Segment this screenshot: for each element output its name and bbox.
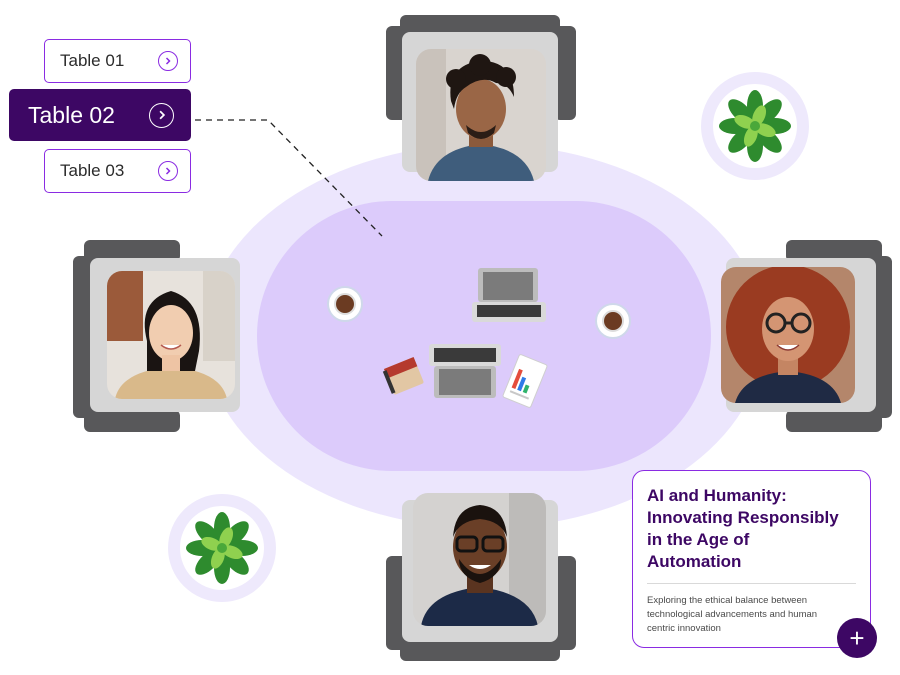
session-title: AI and Humanity: Innovating Responsibly … (647, 486, 839, 571)
participant-avatar-bottom[interactable] (413, 493, 546, 626)
coffee-cup-icon (327, 286, 363, 322)
report-icon (502, 354, 548, 408)
participant-avatar-left[interactable] (107, 271, 235, 399)
participant-avatar-right[interactable] (721, 267, 855, 403)
table-tab-label: Table 03 (60, 161, 125, 180)
card-divider (647, 583, 856, 584)
table-tab-02[interactable]: Table 02 (9, 89, 191, 141)
table-top (257, 201, 711, 471)
session-description: Exploring the ethical balance between te… (647, 595, 818, 634)
chevron-right-icon (158, 161, 178, 181)
coffee-cup-icon (595, 303, 631, 339)
laptop-icon (429, 344, 501, 398)
table-tab-label: Table 02 (28, 101, 115, 128)
plant-icon (718, 89, 791, 162)
notebook-icon (382, 357, 424, 395)
chevron-right-icon (158, 51, 178, 71)
table-tab-01[interactable]: Table 01 (44, 39, 191, 83)
plant-decoration-top-right (701, 72, 809, 180)
laptop-icon (472, 268, 546, 322)
table-tab-label: Table 01 (60, 51, 125, 70)
participant-avatar-top[interactable] (416, 49, 546, 181)
plant-decoration-bottom-left (168, 494, 276, 602)
dashed-connector (195, 119, 383, 237)
table-tab-03[interactable]: Table 03 (44, 149, 191, 193)
chevron-right-icon (149, 102, 174, 128)
session-info-card: AI and Humanity: Innovating Responsibly … (632, 470, 871, 648)
plus-icon: + (849, 623, 865, 653)
add-button[interactable]: + (837, 618, 877, 658)
plant-icon (185, 511, 258, 584)
